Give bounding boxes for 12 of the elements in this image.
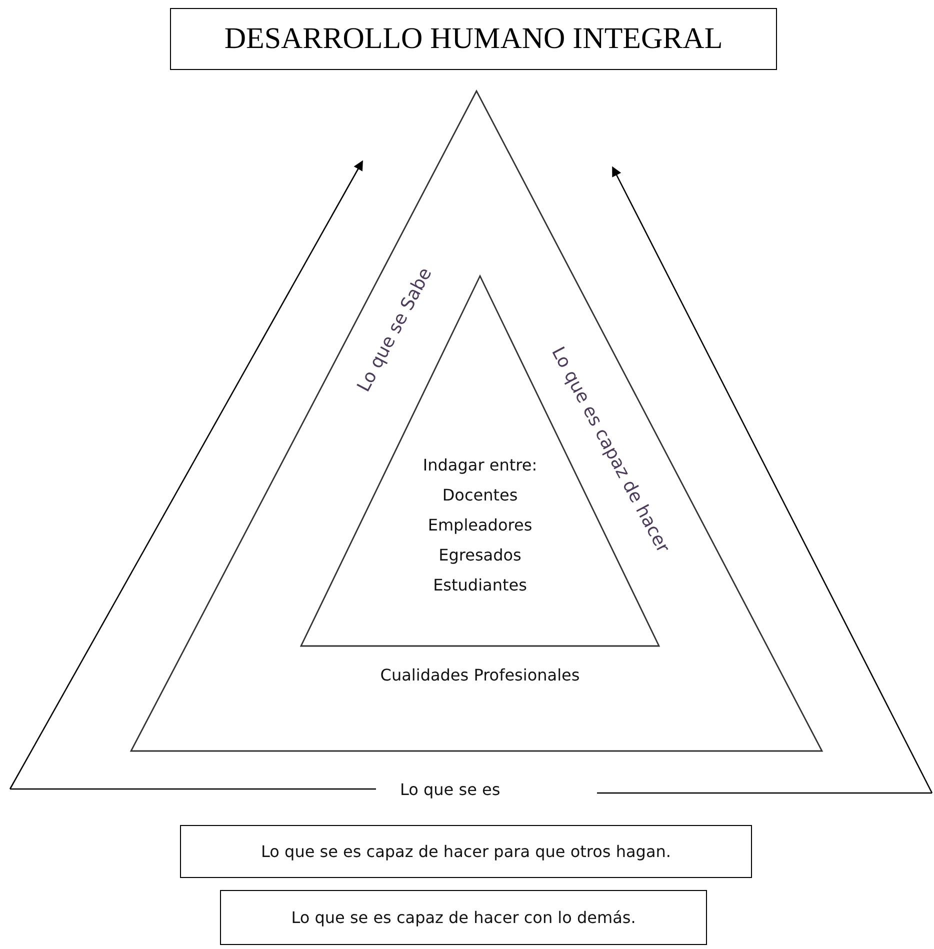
title-box: DESARROLLO HUMANO INTEGRAL [170, 8, 777, 70]
list-item: Docentes [442, 485, 518, 505]
list-item: Egresados [438, 545, 522, 565]
heading-text: Indagar entre: [422, 455, 538, 475]
caption-text: Cualidades Profesionales [380, 665, 580, 685]
triangle-shape [130, 90, 823, 752]
note-box: Lo que se es capaz de hacer para que otros hagan. [180, 825, 752, 878]
base-label: Lo que se es [400, 780, 500, 799]
side-label: Lo que se Sabe [353, 264, 437, 396]
list-item: Empleadores [428, 515, 532, 535]
list-item: Estudiantes [433, 575, 527, 595]
note-box: Lo que se es capaz de hacer con lo demás. [220, 890, 707, 945]
